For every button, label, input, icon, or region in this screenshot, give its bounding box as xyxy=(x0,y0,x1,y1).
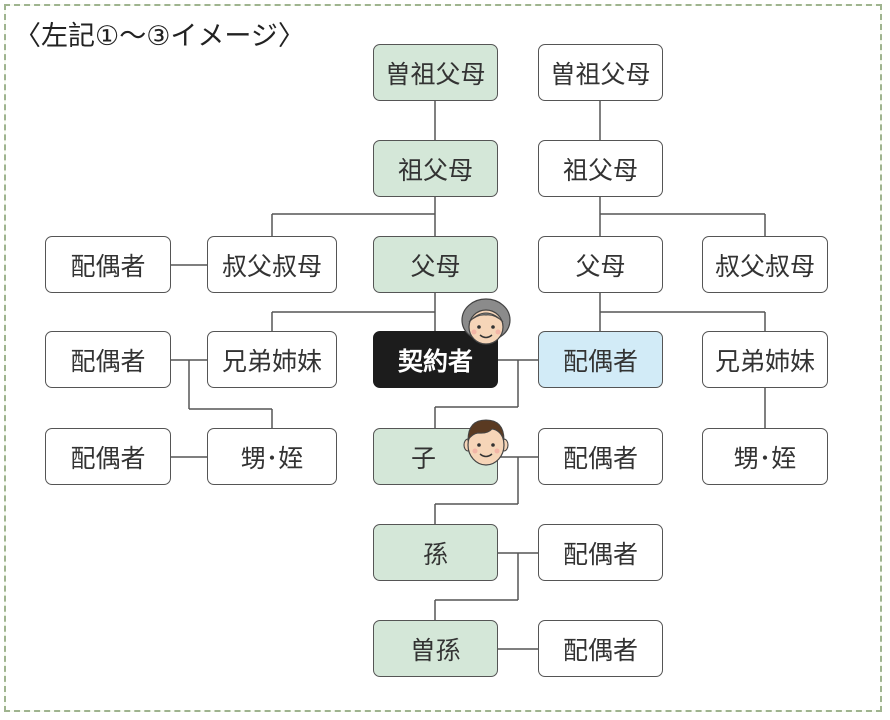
diagram-title: 〈左記①〜③イメージ〉 xyxy=(14,21,305,52)
node-grandparents-left: 祖父母 xyxy=(373,140,498,197)
node-spouse-of-child: 配偶者 xyxy=(538,428,663,485)
node-great-grandparents-left: 曽祖父母 xyxy=(373,44,498,101)
node-uncle-aunt-left: 叔父叔母 xyxy=(207,236,337,293)
elderly-person-face-icon xyxy=(461,298,511,345)
node-spouse-of-nephew-niece: 配偶者 xyxy=(45,428,171,485)
node-grandchild: 孫 xyxy=(373,524,498,581)
node-great-grandparents-right: 曽祖父母 xyxy=(538,44,663,101)
node-spouse: 配偶者 xyxy=(538,331,663,388)
node-siblings-left: 兄弟姉妹 xyxy=(207,331,337,388)
node-parents-right: 父母 xyxy=(538,236,663,293)
node-nephew-niece-left: 甥･姪 xyxy=(207,428,337,485)
node-spouse-of-grandchild: 配偶者 xyxy=(538,524,663,581)
node-siblings-right: 兄弟姉妹 xyxy=(702,331,828,388)
node-great-grandchild: 曽孫 xyxy=(373,620,498,677)
adult-person-face-icon xyxy=(463,419,509,466)
node-spouse-of-uncle-aunt: 配偶者 xyxy=(45,236,171,293)
node-uncle-aunt-right: 叔父叔母 xyxy=(702,236,828,293)
node-grandparents-right: 祖父母 xyxy=(538,140,663,197)
node-spouse-of-sibling: 配偶者 xyxy=(45,331,171,388)
node-nephew-niece-right: 甥･姪 xyxy=(702,428,828,485)
node-parents-left: 父母 xyxy=(373,236,498,293)
node-spouse-of-great-grandchild: 配偶者 xyxy=(538,620,663,677)
